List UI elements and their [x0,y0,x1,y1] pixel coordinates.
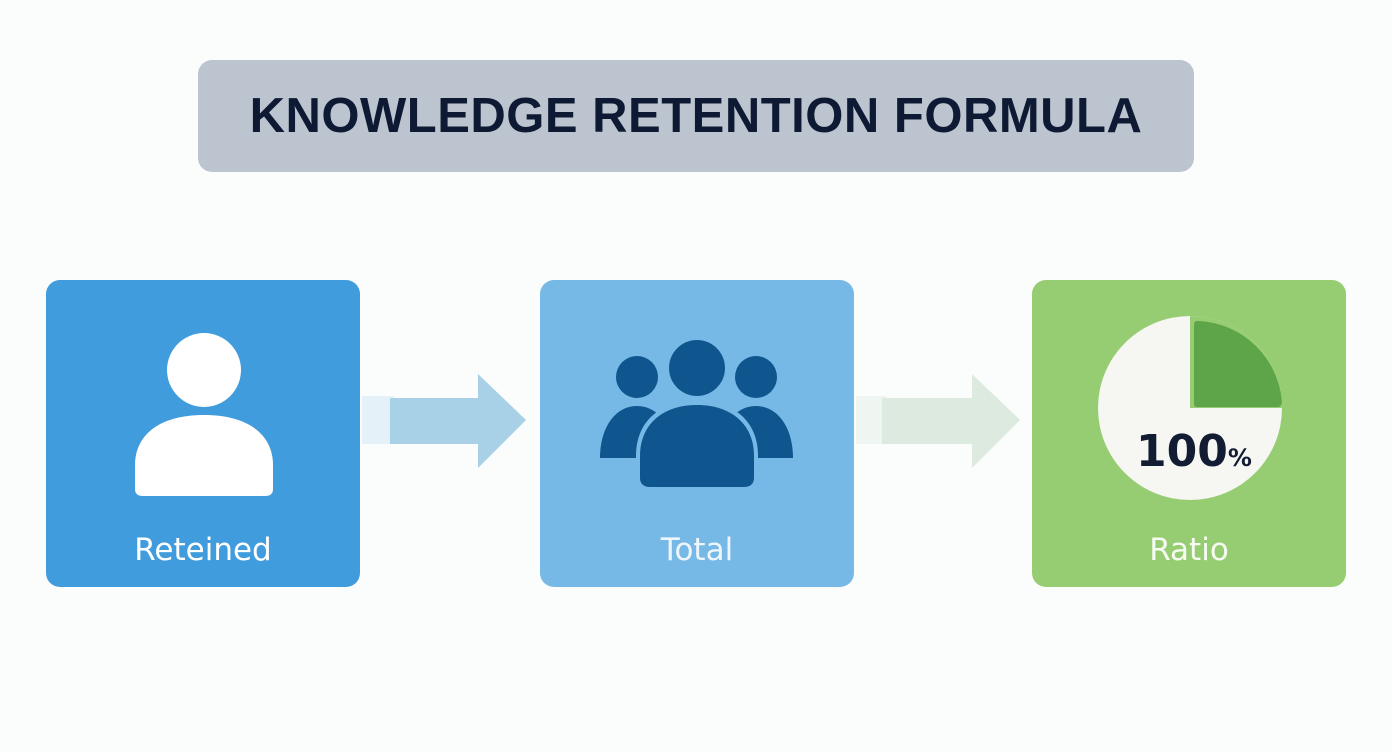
person-icon [135,333,273,496]
step-label-total: Total [660,532,734,568]
step-card-retained: Reteined [46,280,360,587]
ratio-value: 100 [1136,426,1228,477]
ratio-percentage: 100% [1136,426,1252,477]
step-card-ratio: 100% Ratio [1032,280,1346,587]
step-card-total: Total [540,280,854,587]
step-label-retained: Reteined [134,532,272,568]
diagram-title: KNOWLEDGE RETENTION FORMULA [249,89,1143,143]
step-label-ratio: Ratio [1149,532,1229,568]
title-banner: KNOWLEDGE RETENTION FORMULA [198,60,1194,172]
arrow-right-icon [362,374,526,468]
pie-chart-icon [1098,316,1282,500]
ratio-unit: % [1227,444,1252,472]
arrow-right-icon [856,374,1020,468]
group-icon [600,335,793,490]
